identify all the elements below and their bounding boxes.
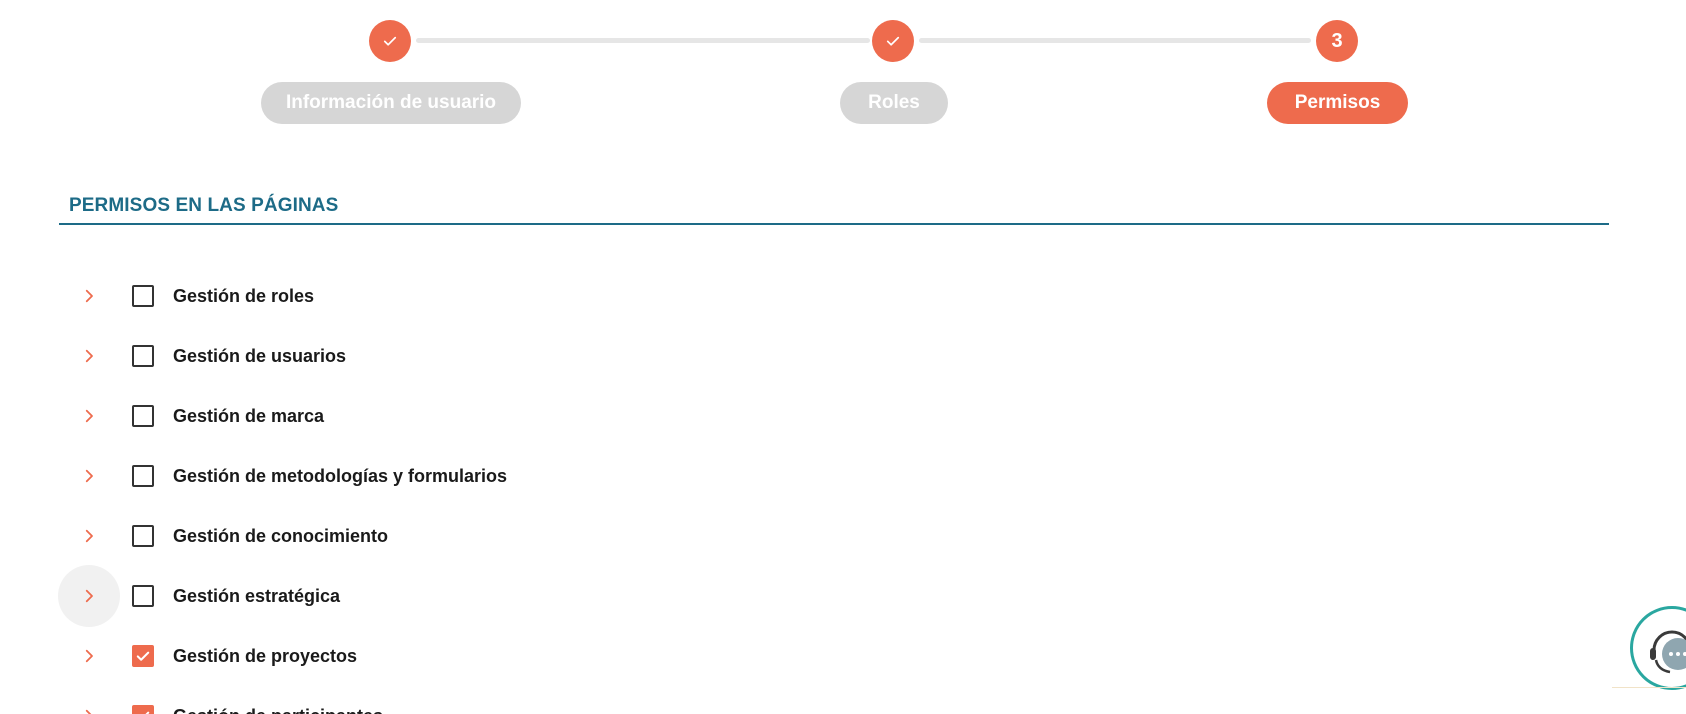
step-permisos[interactable]: Permisos [1267, 82, 1408, 124]
check-icon [383, 36, 397, 46]
step-2-indicator [872, 20, 914, 62]
expand-button[interactable] [58, 505, 120, 567]
expand-button[interactable] [58, 265, 120, 327]
check-icon [886, 36, 900, 46]
step-roles-label: Roles [868, 92, 920, 113]
chevron-right-icon [85, 589, 93, 603]
permission-label: Gestión de metodologías y formularios [173, 465, 508, 486]
permission-row-knowledge: Gestión de conocimiento [58, 506, 758, 566]
permission-row-methodologies: Gestión de metodologías y formularios [58, 446, 758, 506]
permission-row-users: Gestión de usuarios [58, 326, 758, 386]
permission-checkbox[interactable] [132, 705, 154, 714]
step-3-number: 3 [1331, 29, 1343, 52]
permission-checkbox[interactable] [132, 645, 154, 667]
step-roles[interactable]: Roles [840, 82, 948, 124]
chevron-right-icon [85, 529, 93, 543]
permission-checkbox[interactable] [132, 285, 154, 307]
chevron-right-icon [85, 649, 93, 663]
expand-button[interactable] [58, 325, 120, 387]
step-connector-2 [919, 38, 1311, 43]
permission-label: Gestión de marca [173, 405, 325, 426]
chat-support-button[interactable] [1630, 606, 1686, 690]
permission-row-participants: Gestión de participantes [58, 686, 758, 714]
permission-row-brand: Gestión de marca [58, 386, 758, 446]
step-permisos-label: Permisos [1294, 92, 1381, 113]
expand-button[interactable] [58, 385, 120, 447]
check-icon [136, 651, 150, 661]
chevron-right-icon [85, 709, 92, 714]
step-3-indicator: 3 [1316, 20, 1358, 62]
permission-row-strategic: Gestión estratégica [58, 565, 758, 627]
chevron-right-icon [85, 349, 93, 363]
step-user-info-label: Información de usuario [285, 92, 497, 113]
step-connector-1 [416, 38, 870, 43]
expand-button[interactable] [58, 565, 120, 627]
expand-button[interactable] [58, 625, 120, 687]
permission-label: Gestión de roles [173, 285, 315, 306]
section-divider [59, 223, 1609, 225]
permission-checkbox[interactable] [132, 405, 154, 427]
permission-label: Gestión de conocimiento [173, 525, 389, 546]
section-title: PERMISOS EN LAS PÁGINAS [69, 195, 339, 216]
chevron-right-icon [85, 289, 93, 303]
permission-checkbox[interactable] [132, 345, 154, 367]
permission-checkbox[interactable] [132, 465, 154, 487]
expand-button[interactable] [58, 685, 120, 714]
chevron-right-icon [85, 469, 93, 483]
expand-button[interactable] [58, 445, 120, 507]
permission-label: Gestión estratégica [173, 585, 341, 606]
chat-support-icon [1650, 630, 1686, 674]
permission-row-roles: Gestión de roles [58, 266, 758, 326]
permission-label: Gestión de participantes [173, 706, 383, 714]
permission-label: Gestión de usuarios [173, 345, 347, 366]
permission-row-projects: Gestión de proyectos [58, 626, 758, 686]
permission-label: Gestión de proyectos [173, 645, 358, 666]
step-1-indicator [369, 20, 411, 62]
footer-divider [1612, 687, 1686, 688]
step-user-info[interactable]: Información de usuario [261, 82, 521, 124]
permission-checkbox[interactable] [132, 525, 154, 547]
permission-checkbox[interactable] [132, 585, 154, 607]
chevron-right-icon [85, 409, 93, 423]
check-icon [145, 711, 150, 714]
